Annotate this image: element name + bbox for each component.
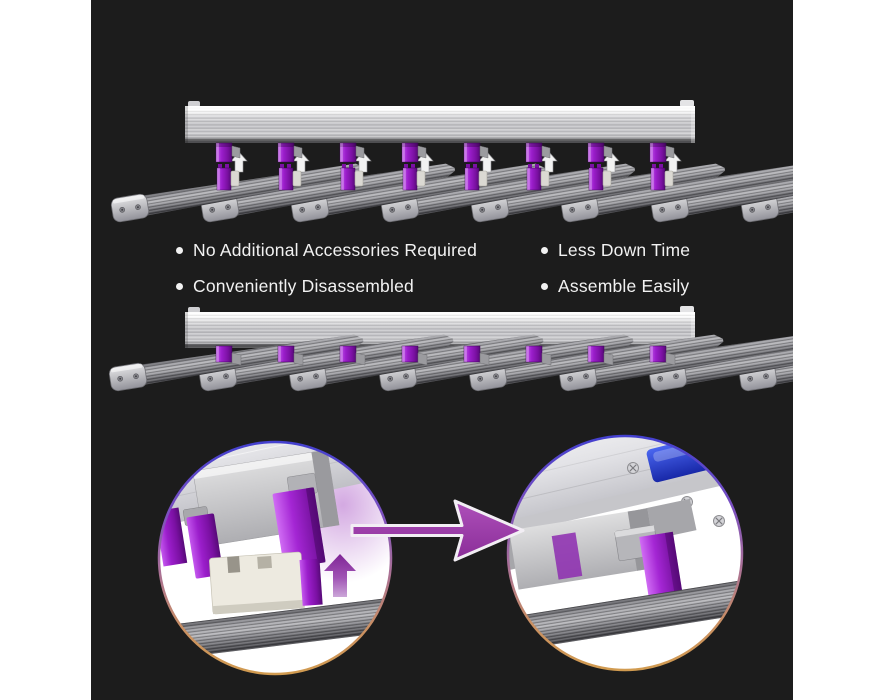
circle-rim xyxy=(157,440,393,676)
purple-clip xyxy=(639,531,683,601)
assembly-illustration xyxy=(107,100,793,676)
light-bar-closeup xyxy=(159,596,391,662)
feature-item: Assemble Easily xyxy=(541,275,689,297)
feature-item: Conveniently Disassembled xyxy=(176,275,414,297)
screw-icon xyxy=(627,462,639,474)
feature-item: No Additional Accessories Required xyxy=(176,239,477,261)
assembled-fixture xyxy=(107,306,793,393)
purple-clip-right xyxy=(272,472,326,569)
mounting-rail xyxy=(185,100,695,143)
detail-circle-disassembled xyxy=(157,440,393,676)
feature-label: Conveniently Disassembled xyxy=(193,276,414,296)
feature-label: No Additional Accessories Required xyxy=(193,240,478,260)
light-bar-closeup xyxy=(508,576,742,656)
purple-connector xyxy=(215,345,242,366)
detail-circle-assembled xyxy=(506,434,744,672)
purple-up-arrow-icon xyxy=(324,554,356,597)
exploded-fixture xyxy=(109,100,793,224)
screw-icon xyxy=(713,515,725,527)
right-arrow-icon xyxy=(350,499,525,562)
bar-receiver-block xyxy=(209,551,323,615)
purple-clip-faint xyxy=(551,532,583,580)
circle-rim xyxy=(506,434,744,672)
bullet-icon xyxy=(176,282,183,290)
product-image-panel: No Additional Accessories Required Conve… xyxy=(91,0,793,700)
feature-label: Assemble Easily xyxy=(558,276,690,296)
detached-light-bars xyxy=(109,156,793,224)
bullet-icon xyxy=(541,282,548,290)
bullet-icon xyxy=(176,246,183,254)
feature-label: Less Down Time xyxy=(558,240,691,260)
bullet-icon xyxy=(541,246,548,254)
feature-item: Less Down Time xyxy=(541,239,690,261)
